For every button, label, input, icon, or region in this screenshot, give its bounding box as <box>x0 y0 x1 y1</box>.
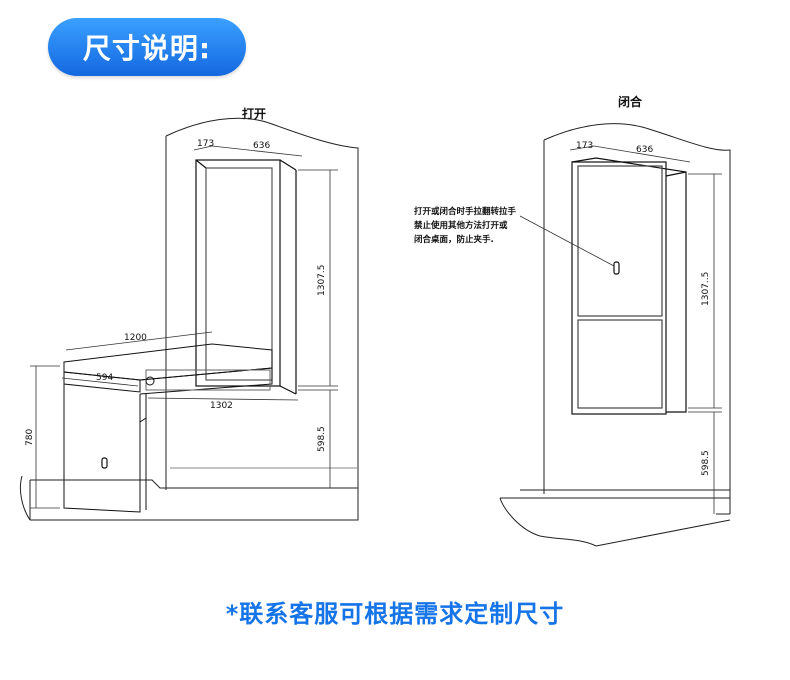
open-floor <box>19 475 359 521</box>
closed-dim-height: 1307..5 <box>701 272 711 306</box>
title-badge: 尺寸说明: <box>48 18 246 76</box>
closed-note-line-1: 打开或闭合时手拉翻转拉手 <box>414 206 517 217</box>
open-dimensions <box>30 145 338 509</box>
open-dim-leg-depth: 594 <box>96 373 113 383</box>
open-dim-floor-gap: 598.5 <box>317 426 327 452</box>
open-dim-height: 1307.5 <box>317 265 327 297</box>
closed-cabinet <box>571 157 687 415</box>
custom-size-note: *联系客服可根据需求定制尺寸 <box>225 600 565 628</box>
open-cabinet-frame <box>195 159 297 395</box>
open-dim-offset: 173 <box>197 139 214 149</box>
closed-dimensions <box>519 145 722 514</box>
closed-dim-floor-gap: 598.5 <box>701 450 711 476</box>
closed-title: 闭合 <box>618 94 643 109</box>
open-wall <box>165 117 359 492</box>
open-title: 打开 <box>242 106 266 121</box>
title-text: 尺寸说明: <box>82 32 212 65</box>
closed-dim-offset: 173 <box>576 141 593 151</box>
open-dim-total-length: 1302 <box>210 401 233 411</box>
closed-wall <box>543 123 731 514</box>
open-tabletop <box>63 343 273 395</box>
closed-floor <box>499 489 730 547</box>
closed-diagram: 闭合 173 636 1307..5 5 <box>413 94 731 547</box>
open-dim-table-height: 780 <box>25 429 35 446</box>
open-table-leg <box>63 384 147 513</box>
open-dim-table-length: 1200 <box>124 333 147 343</box>
open-diagram: 打开 <box>19 106 359 521</box>
closed-note-line-3: 闭合桌面，防止夹手. <box>414 234 494 245</box>
open-dim-depth: 636 <box>253 141 270 151</box>
closed-note-line-2: 禁止使用其他方法打开或 <box>413 220 508 231</box>
closed-dim-depth: 636 <box>636 145 653 155</box>
